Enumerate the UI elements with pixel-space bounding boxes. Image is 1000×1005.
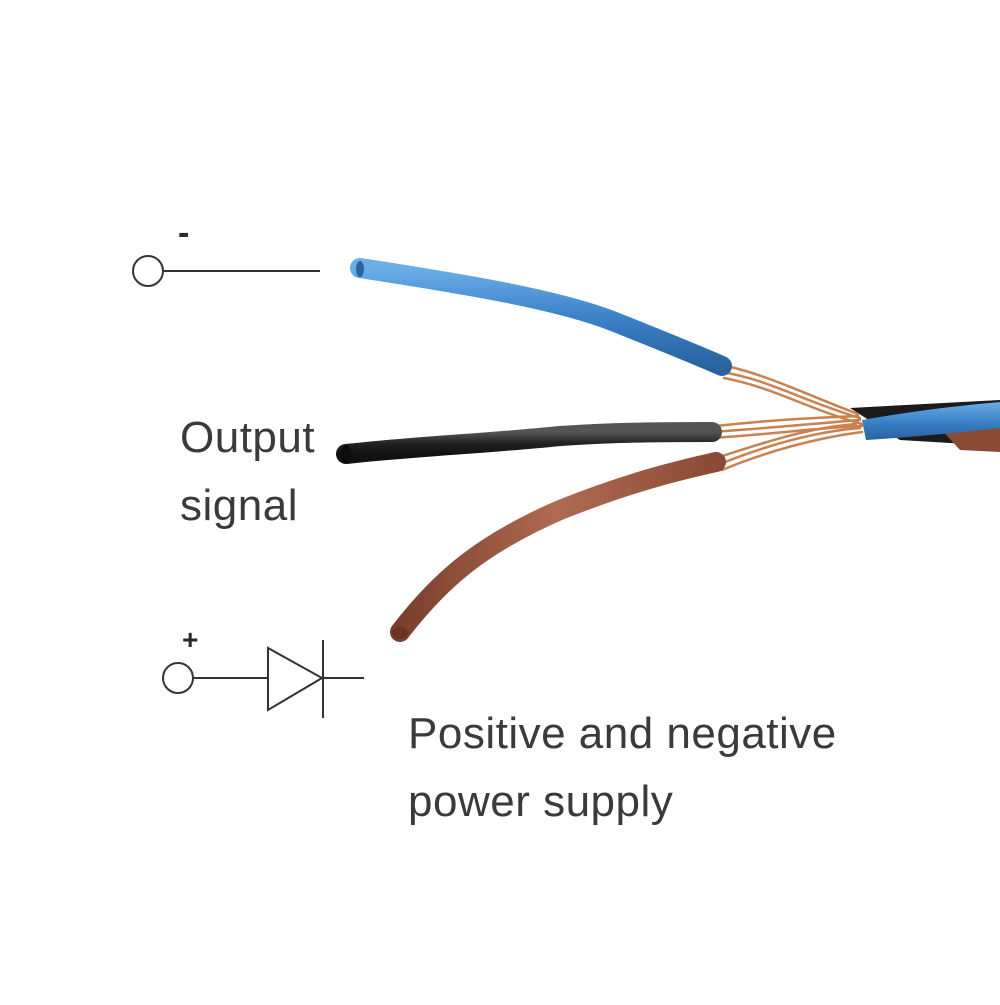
copper-strands [710, 364, 864, 472]
power-label-line2: power supply [408, 777, 674, 826]
output-label-line2: signal [180, 481, 298, 530]
positive-terminal [162, 640, 364, 718]
brown-wire [390, 452, 726, 642]
blue-wire [350, 258, 732, 376]
output-label-line1: Output [180, 413, 316, 462]
positive-sign: + [182, 624, 199, 655]
diode-icon [267, 640, 364, 718]
blue-wire-tip [356, 261, 364, 277]
negative-terminal [132, 255, 320, 287]
power-label-line1: Positive and negative [408, 709, 837, 758]
black-wire [336, 422, 722, 464]
negative-sign: - [178, 214, 190, 252]
terminal-circle-icon [132, 255, 164, 287]
terminal-circle-icon [162, 662, 194, 694]
output-signal-label: Output signal [180, 404, 315, 540]
black-wire-tip [341, 445, 351, 463]
cable-jacket [850, 400, 1000, 452]
brown-wire-tip [392, 627, 408, 639]
power-supply-label: Positive and negative power supply [408, 700, 837, 836]
